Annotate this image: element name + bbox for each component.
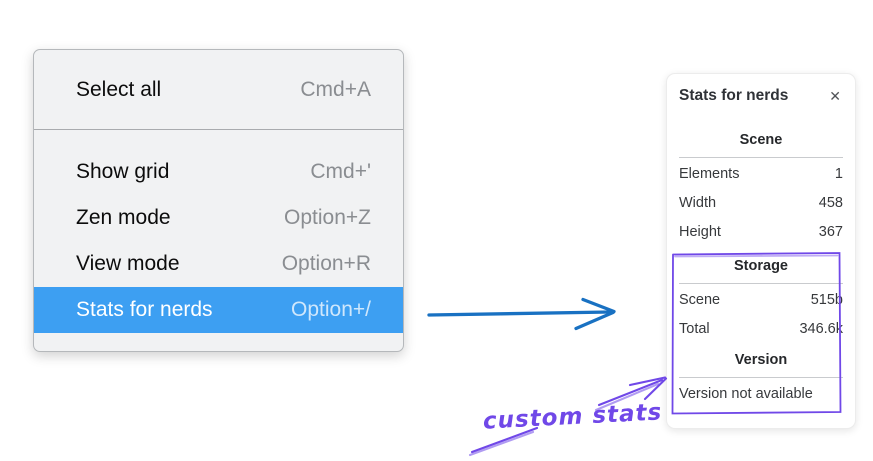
section-header-version: Version	[734, 352, 788, 368]
menu-item-label: Zen mode	[76, 206, 171, 229]
menu-item-zen-mode[interactable]: Zen mode Option+Z	[34, 195, 403, 241]
stat-row-elements: Elements 1	[679, 160, 843, 189]
menu-item-stats-for-nerds[interactable]: Stats for nerds Option+/	[34, 287, 403, 333]
stat-label: Scene	[679, 292, 721, 308]
menu-item-shortcut: Option+R	[281, 252, 371, 275]
annotation-label: custom stats	[482, 399, 662, 434]
stat-value: 458	[818, 195, 843, 211]
menu-item-select-all[interactable]: Select all Cmd+A	[34, 67, 403, 113]
menu-item-shortcut: Cmd+'	[310, 160, 371, 183]
menu-item-show-grid[interactable]: Show grid Cmd+'	[34, 149, 403, 195]
menu-item-label: Select all	[76, 78, 162, 101]
stats-panel-header: Stats for nerds ✕	[679, 86, 843, 106]
blue-arrow	[427, 297, 616, 331]
stat-value: 515b	[810, 292, 843, 308]
stat-row-width: Width 458	[679, 189, 843, 218]
menu-item-view-mode[interactable]: View mode Option+R	[34, 241, 403, 287]
menu-item-shortcut: Option+Z	[284, 206, 371, 229]
stat-label: Elements	[679, 166, 740, 182]
menu-item-label: Show grid	[76, 160, 170, 183]
menu-item-shortcut: Cmd+A	[300, 78, 371, 101]
stat-value: 346.6k	[799, 321, 843, 337]
section-divider	[679, 283, 843, 284]
stat-label: Total	[679, 321, 710, 337]
stat-row-scene-storage: Scene 515b	[679, 286, 843, 315]
version-note: Version not available	[679, 386, 813, 402]
section-header-storage: Storage	[734, 258, 788, 274]
close-icon[interactable]: ✕	[829, 88, 841, 104]
stat-value: 1	[834, 166, 843, 182]
purple-arrow	[468, 376, 668, 457]
stat-row-total-storage: Total 346.6k	[679, 315, 843, 344]
stat-label: Height	[679, 224, 721, 240]
stats-panel: Stats for nerds ✕ Scene Elements 1 Width…	[666, 73, 856, 429]
stat-row-height: Height 367	[679, 218, 843, 247]
menu-item-label: Stats for nerds	[76, 298, 213, 321]
section-divider	[679, 157, 843, 158]
stat-value: 367	[818, 224, 843, 240]
section-divider	[679, 377, 843, 378]
stats-panel-title: Stats for nerds	[679, 87, 789, 104]
context-menu: Select all Cmd+A Show grid Cmd+' Zen mod…	[33, 49, 404, 352]
section-header-scene: Scene	[739, 132, 783, 148]
menu-divider	[34, 129, 403, 130]
stat-label: Width	[679, 195, 717, 211]
menu-item-shortcut: Option+/	[291, 298, 371, 321]
menu-item-label: View mode	[76, 252, 180, 275]
